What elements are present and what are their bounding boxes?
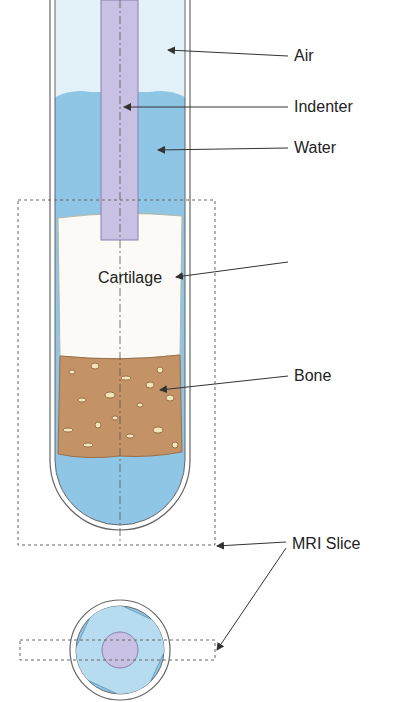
part-label: Cartilage	[98, 270, 162, 286]
part-label: Air	[294, 48, 314, 64]
part-label: MRI Slice	[292, 536, 360, 552]
part-label: Indenter	[294, 99, 353, 115]
part-label: Water	[294, 140, 336, 156]
part-label: Bone	[294, 368, 331, 384]
